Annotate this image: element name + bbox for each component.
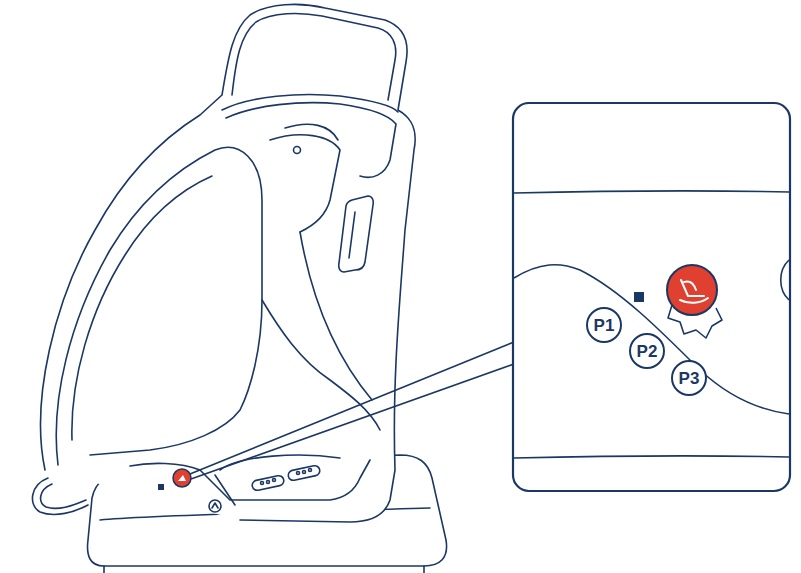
position-label: P1 xyxy=(594,317,615,334)
position-badge: P2 xyxy=(629,333,665,369)
position-badge: P3 xyxy=(671,360,707,396)
position-label: P2 xyxy=(637,343,658,360)
position-badge: P1 xyxy=(586,307,622,343)
position-label: P3 xyxy=(679,370,700,387)
